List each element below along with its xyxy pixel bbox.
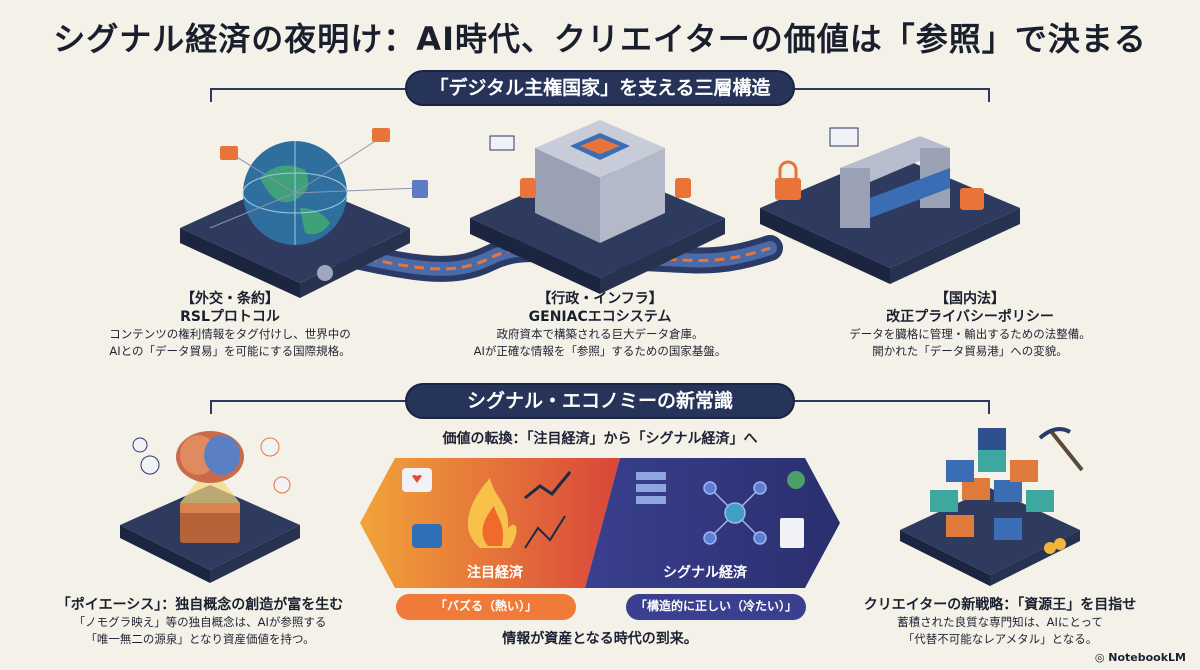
column-desc-line2: 開かれた「データ貿易港」への変貌。	[872, 344, 1068, 359]
database-icon	[412, 180, 428, 198]
mail-icon	[372, 128, 390, 142]
attention-label: 注目経済	[467, 565, 523, 581]
brand-label: NotebookLM	[1108, 651, 1186, 664]
column-name: GENIACエコシステム	[528, 309, 672, 326]
check-icon	[787, 471, 805, 489]
column-name: RSLプロトコル	[180, 309, 280, 326]
resource-king-line2: 「代替不可能なレアメタル」となる。	[902, 631, 1098, 646]
lock-icon	[960, 188, 984, 210]
poiesis-line1: 「ノモグラ映え」等の独自概念は、AIが参照する	[73, 615, 327, 630]
document-icon	[829, 127, 859, 147]
conveyor-belt	[870, 168, 950, 218]
column-name: 改正プライバシーポリシー	[886, 309, 1054, 326]
brain-chest-illustration	[120, 431, 300, 583]
mail-icon	[220, 146, 238, 160]
poiesis-block: 「ポイエーシス」：独自概念の創造が富を生む 「ノモグラ映え」等の独自概念は、AI…	[30, 596, 370, 648]
list-icon	[636, 472, 666, 480]
lock-icon	[775, 178, 801, 200]
page-title: シグナル経済の夜明け：AI時代、クリエイターの価値は「参照」で決まる	[53, 20, 1147, 58]
coin-icon	[1044, 542, 1056, 554]
bottom-note: 情報が資産となる時代の到来。	[502, 631, 698, 647]
column-rsl: 【外交・条約】 RSLプロトコル コンテンツの権利情報をタグ付けし、世界中の A…	[60, 290, 400, 360]
resource-king-head: クリエイターの新戦略：「資源王」を目指せ	[863, 597, 1137, 613]
poiesis-head: 「ポイエーシス」：独自概念の創造が富を生む	[56, 597, 344, 613]
column-category: 【外交・条約】	[181, 291, 279, 307]
thumbs-up-icon	[412, 524, 442, 548]
globe-platform	[180, 141, 410, 298]
database-icon	[675, 178, 691, 198]
checklist-icon	[780, 518, 804, 548]
server-platform	[470, 120, 725, 294]
column-desc-line1: 政府資本で構築される巨大データ倉庫。	[496, 327, 704, 342]
pickaxe-icon	[1048, 428, 1084, 472]
gate-platform	[760, 127, 1020, 284]
column-privacy: 【国内法】 改正プライバシーポリシー データを臓格に管理・輸出するための法整備。…	[800, 290, 1140, 360]
column-desc-line2: AIとの「データ貿易」を可能にする国際規格。	[109, 344, 351, 359]
document-icon	[489, 135, 515, 151]
resource-blocks-illustration	[900, 427, 1084, 586]
signal-label: シグナル経済	[663, 565, 747, 581]
signal-tag: 「構造的に正しい（冷たい）」	[626, 594, 806, 620]
resource-king-line1: 蓄積された良質な専門知は、AIにとって	[897, 615, 1103, 630]
column-desc-line1: コンテンツの権利情報をタグ付けし、世界中の	[109, 327, 351, 342]
resource-block-icon	[930, 428, 1054, 540]
notebooklm-icon: ◎	[1094, 651, 1109, 664]
column-category: 【行政・インフラ】	[537, 291, 663, 307]
column-geniac: 【行政・インフラ】 GENIACエコシステム 政府資本で構築される巨大データ倉庫…	[430, 290, 770, 360]
section2-subheading: 価値の転換：「注目経済」から「シグナル経済」へ	[442, 431, 758, 447]
section1-heading: 「デジタル主権国家」を支える三層構造	[405, 70, 795, 106]
three-layer-illustration	[180, 120, 1020, 298]
network-icon	[703, 481, 767, 545]
resource-king-block: クリエイターの新戦略：「資源王」を目指せ 蓄積された良質な専門知は、AIにとって…	[830, 596, 1170, 648]
notebooklm-brand: ◎ NotebookLM	[1095, 651, 1186, 664]
attention-tag: 「バズる（熱い）」	[396, 594, 576, 620]
column-desc-line1: データを臓格に管理・輸出するための法整備。	[849, 327, 1091, 342]
column-category: 【国内法】	[935, 291, 1005, 307]
section2-heading: シグナル・エコノミーの新常識	[405, 383, 795, 419]
value-shift-banner: 注目経済 シグナル経済	[360, 458, 840, 588]
column-desc-line2: AIが正確な情報を「参照」するための国家基盤。	[473, 344, 727, 359]
database-icon	[520, 178, 536, 198]
poiesis-line2: 「唯一無二の源泉」となり資産価値を持つ。	[85, 631, 315, 646]
trend-chart-icon	[524, 471, 572, 500]
